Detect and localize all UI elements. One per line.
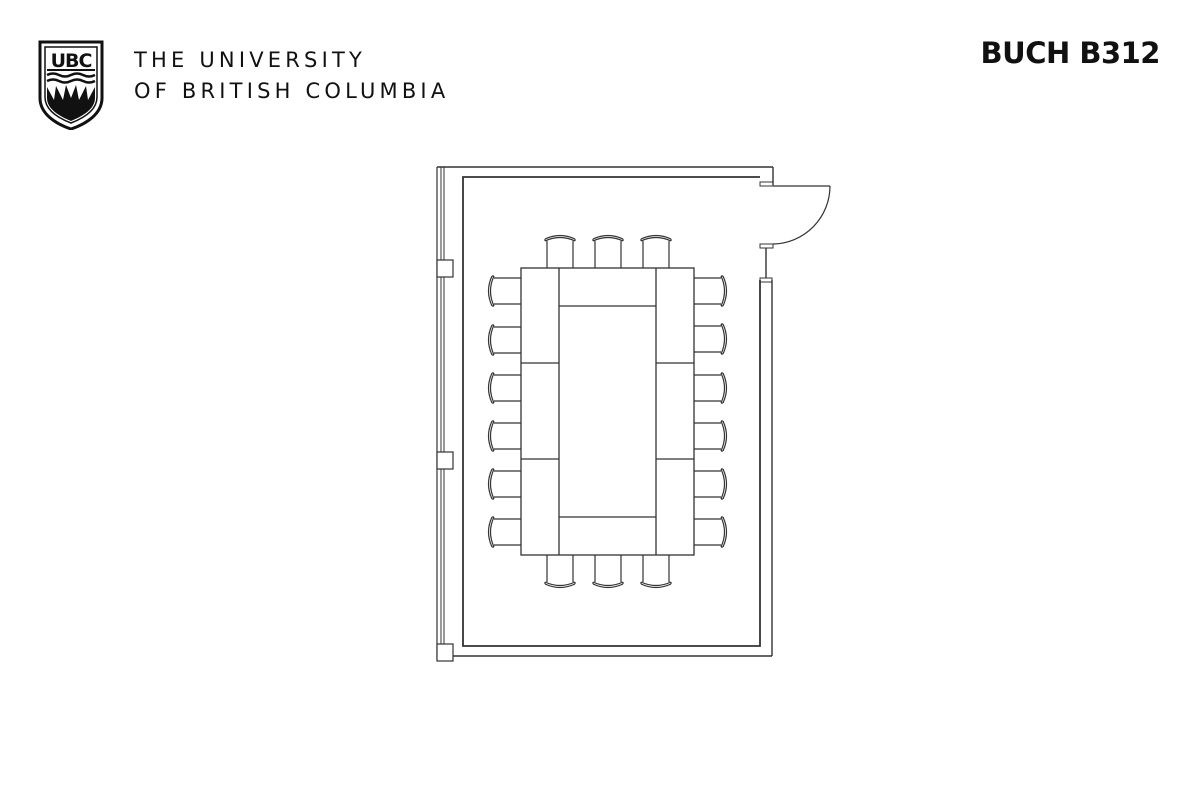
- chairs-top: [544, 234, 672, 269]
- window-wall: [436, 167, 454, 662]
- conference-table: [520, 267, 695, 556]
- ubc-crest-icon: UBC: [38, 40, 104, 131]
- walls: [437, 166, 774, 657]
- chairs-right: [693, 275, 728, 548]
- institution-name: THE UNIVERSITY OF BRITISH COLUMBIA: [134, 45, 449, 107]
- ubc-logo: UBC: [38, 40, 104, 131]
- svg-text:UBC: UBC: [51, 50, 92, 72]
- chairs-bottom: [544, 554, 672, 589]
- institution-line-1: THE UNIVERSITY: [134, 48, 367, 72]
- door: [772, 185, 831, 245]
- room-code-title: BUCH B312: [980, 36, 1161, 70]
- chairs-left: [487, 275, 522, 548]
- institution-line-2: OF BRITISH COLUMBIA: [134, 79, 450, 103]
